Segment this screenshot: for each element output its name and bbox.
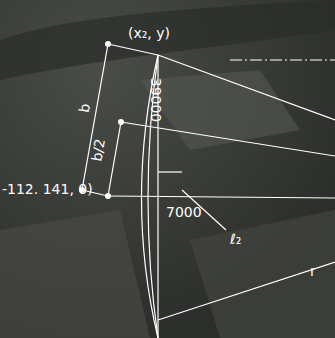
dimension-label: r [310,264,316,278]
dimension-label: b/2 [89,138,107,163]
dimension-label: 7000 [166,205,202,219]
point-label: -112. 141, 0) [2,182,93,196]
dimension-label: 39000 [149,78,163,123]
vertex-dots [79,41,124,199]
point-label: (x₂, y) [128,26,170,40]
photo-band [0,0,335,80]
photo-field [190,210,335,338]
plan-lines [82,44,335,338]
photo-field [0,210,150,338]
dimension-label: ℓ₂ [230,232,241,246]
